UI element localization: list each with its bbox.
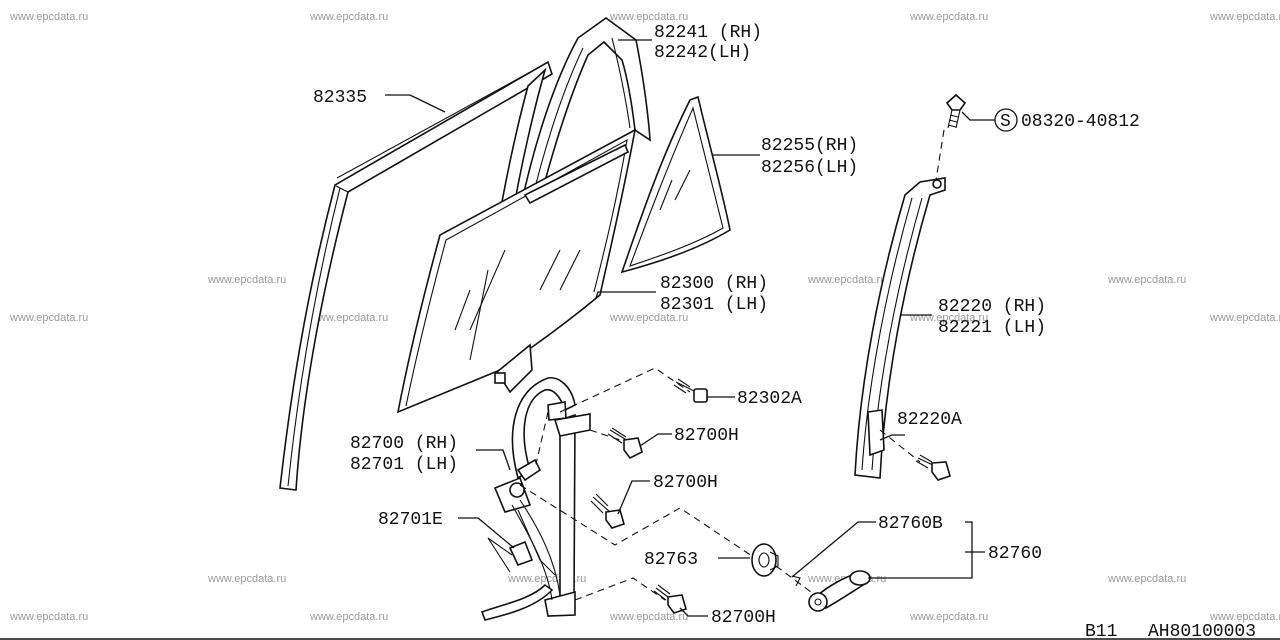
label-82301[interactable]: 82301 (LH) — [660, 295, 768, 315]
label-82700H-2[interactable]: 82700H — [653, 473, 718, 493]
label-82760B[interactable]: 82760B — [878, 514, 943, 534]
label-08320-40812[interactable]: 08320-40812 — [1021, 112, 1140, 132]
watermark: www.epcdata.ru — [807, 274, 886, 286]
label-82255[interactable]: 82255(RH) — [761, 136, 858, 156]
assembly-dashed-lines — [519, 129, 945, 601]
part-08320-bolt[interactable] — [945, 93, 967, 129]
part-82760-regulator-handle[interactable] — [791, 570, 871, 612]
watermark: www.epcdata.ru — [9, 611, 88, 623]
diagram-footer: B11 AH80100003 — [0, 622, 1280, 640]
label-82763[interactable]: 82763 — [644, 550, 698, 570]
part-82700H-bolt-3[interactable] — [653, 584, 687, 614]
watermark: www.epcdata.ru — [9, 312, 88, 324]
label-82302A[interactable]: 82302A — [737, 389, 802, 409]
symbol-s-text: S — [1000, 112, 1011, 132]
watermark: www.epcdata.ru — [309, 312, 388, 324]
part-82255-partition-glass[interactable] — [620, 95, 731, 274]
label-82700H-3[interactable]: 82700H — [711, 608, 776, 628]
watermark: www.epcdata.ru — [309, 611, 388, 623]
watermark: www.epcdata.ru — [909, 11, 988, 23]
part-82300-door-glass[interactable] — [396, 128, 637, 414]
part-82220-rear-channel[interactable] — [854, 177, 946, 479]
label-82700[interactable]: 82700 (RH) — [350, 434, 458, 454]
label-82256[interactable]: 82256(LH) — [761, 158, 858, 178]
watermark: www.epcdata.ru — [9, 11, 88, 23]
part-82220A-bolt[interactable] — [915, 454, 951, 481]
standard-part-symbol: S — [994, 108, 1018, 132]
watermark: www.epcdata.ru — [207, 573, 286, 585]
part-82701E-bracket[interactable] — [487, 537, 534, 573]
label-82701E[interactable]: 82701E — [378, 510, 443, 530]
label-82300[interactable]: 82300 (RH) — [660, 274, 768, 294]
watermark: www.epcdata.ru — [1107, 274, 1186, 286]
part-82700H-bolt-2[interactable] — [590, 493, 625, 529]
watermark: www.epcdata.ru — [1107, 573, 1186, 585]
label-82242[interactable]: 82242(LH) — [654, 43, 751, 63]
watermark: www.epcdata.ru — [909, 611, 988, 623]
leader-lines — [385, 39, 995, 617]
watermark: www.epcdata.ru — [609, 312, 688, 324]
part-labels: 82241 (RH) 82242(LH) 82335 82255(RH) 822… — [313, 23, 1140, 628]
label-82335[interactable]: 82335 — [313, 88, 367, 108]
part-82302A-bolt[interactable] — [673, 378, 708, 403]
footer-diagram-code: AH80100003 — [1148, 622, 1256, 640]
watermark: www.epcdata.ru — [309, 11, 388, 23]
part-82763-escutcheon[interactable] — [751, 543, 779, 577]
watermark: www.epcdata.ru — [609, 611, 688, 623]
part-82700H-bolt-1[interactable] — [607, 427, 643, 460]
label-82700H-1[interactable]: 82700H — [674, 426, 739, 446]
label-82760[interactable]: 82760 — [988, 544, 1042, 564]
watermark: www.epcdata.ru — [609, 11, 688, 23]
watermark: www.epcdata.ru — [207, 274, 286, 286]
label-82220[interactable]: 82220 (RH) — [938, 297, 1046, 317]
watermark: www.epcdata.ru — [1209, 312, 1280, 324]
footer-model: B11 — [1085, 622, 1117, 640]
label-82220A[interactable]: 82220A — [897, 410, 962, 430]
watermark: www.epcdata.ru — [1209, 611, 1280, 623]
watermark: www.epcdata.ru — [1209, 11, 1280, 23]
label-82241[interactable]: 82241 (RH) — [654, 23, 762, 43]
label-82701[interactable]: 82701 (LH) — [350, 455, 458, 475]
label-82221[interactable]: 82221 (LH) — [938, 318, 1046, 338]
